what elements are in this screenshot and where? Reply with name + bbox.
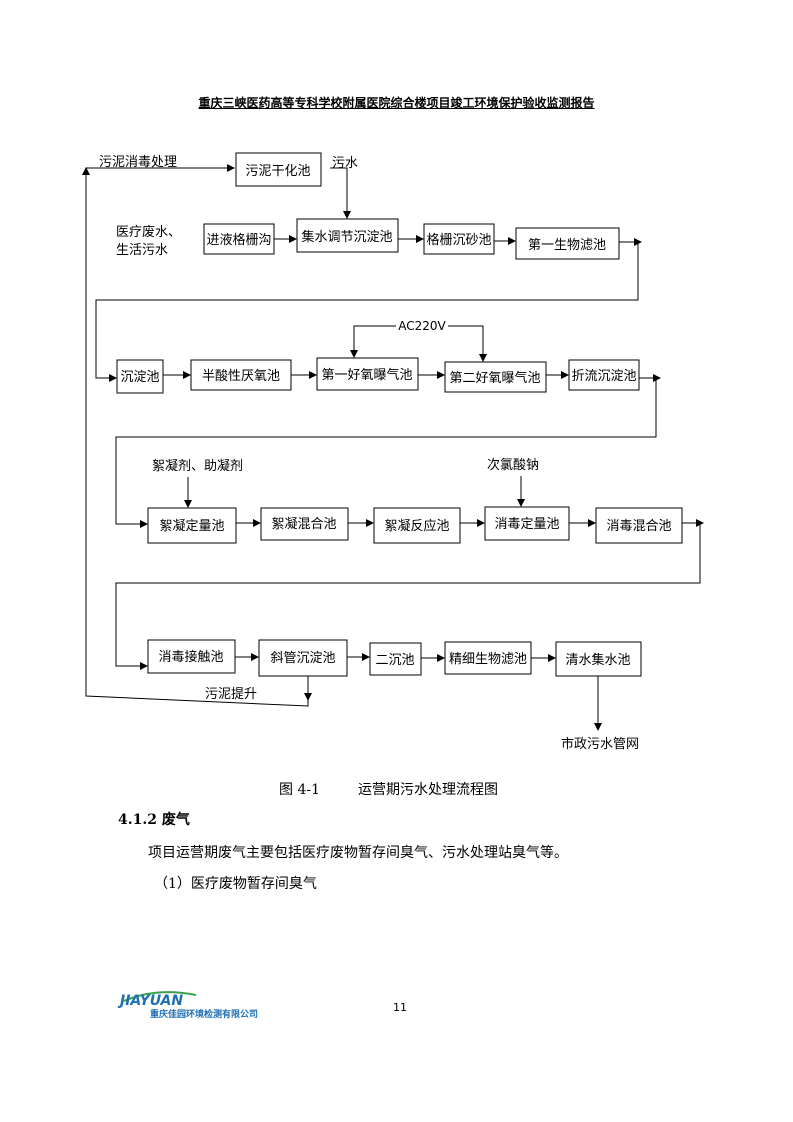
box-bio-filter-1 — [515, 227, 620, 260]
section-paragraph: 项目运营期废气主要包括医疗废物暂存间臭气、污水处理站臭气等。 — [148, 845, 568, 861]
label-bio-filter-1: 第一生物滤池 — [528, 238, 606, 253]
box-clear-water — [555, 641, 642, 677]
logo-swoosh-icon — [123, 991, 197, 1002]
label-disinf-contact: 消毒接触池 — [158, 649, 223, 665]
label-disinf-dosing: 消毒定量池 — [494, 517, 559, 532]
label-fine-bio-filter: 精细生物滤池 — [449, 652, 527, 667]
box-aeration-2 — [444, 361, 547, 393]
label-floc-reaction: 絮凝反应池 — [384, 518, 449, 534]
box-floc-dosing — [147, 507, 237, 544]
label-clear-water: 清水集水池 — [565, 652, 630, 668]
box-collection-tank — [296, 218, 399, 253]
box-disinf-mixing — [595, 507, 683, 544]
label-ac220v: AC220V — [398, 319, 446, 333]
label-grit-chamber: 格栅沉砂池 — [426, 232, 491, 248]
label-grille-ditch: 进液格栅沟 — [206, 232, 271, 248]
box-settling-tank — [116, 359, 164, 394]
box-fine-bio-filter — [444, 641, 532, 675]
label-sewage: 污水 — [332, 156, 358, 171]
figure-number: 图 4-1 — [279, 782, 320, 798]
box-inclined-tube — [258, 639, 348, 677]
page-number: 11 — [393, 1001, 407, 1014]
wastewater-flow-diagram: 污泥干化池 进液格栅沟 集水调节沉淀池 格栅沉砂池 第一生物滤池 沉淀池 半酸性… — [82, 152, 704, 752]
section-heading: 4.1.2 废气 — [118, 812, 190, 828]
label-secondary-settling: 二沉池 — [375, 653, 414, 668]
label-sludge-dry: 污泥干化池 — [245, 164, 310, 179]
label-inclined-tube: 斜管沉淀池 — [270, 651, 335, 666]
box-disinf-dosing — [484, 506, 570, 541]
label-semi-anaerobic: 半酸性厌氧池 — [202, 369, 280, 384]
box-aeration-1 — [316, 357, 419, 391]
report-title: 重庆三峡医药高等专科学校附属医院综合楼项目竣工环境保护验收监测报告 — [198, 96, 595, 110]
box-grit-chamber — [423, 223, 495, 255]
label-settling-tank: 沉淀池 — [120, 370, 159, 385]
label-floc-dosing: 絮凝定量池 — [159, 518, 224, 534]
report-header: 重庆三峡医药高等专科学校附属医院综合楼项目竣工环境保护验收监测报告 — [0, 94, 793, 111]
box-grille-ditch — [203, 223, 275, 255]
box-floc-mixing — [260, 507, 349, 541]
label-municipal-network: 市政污水管网 — [561, 736, 639, 752]
company-logo: JIAYUAN 重庆佳园环境检测有限公司 — [117, 991, 258, 1020]
label-sludge-disinfection: 污泥消毒处理 — [99, 155, 177, 170]
logo-text: JIAYUAN — [117, 993, 183, 1009]
label-input-waste-2: 生活污水 — [116, 243, 168, 258]
label-aeration-2: 第二好氧曝气池 — [449, 370, 540, 386]
box-semi-anaerobic — [190, 359, 292, 391]
box-disinf-contact — [147, 639, 236, 674]
section-item: （1）医疗废物暂存间臭气 — [154, 876, 317, 892]
company-name: 重庆佳园环境检测有限公司 — [150, 1008, 258, 1020]
box-sludge-dry — [235, 152, 322, 187]
figure-title: 运营期污水处理流程图 — [358, 782, 498, 798]
label-aeration-1: 第一好氧曝气池 — [321, 367, 412, 383]
box-floc-reaction — [373, 507, 461, 544]
box-secondary-settling — [369, 642, 422, 676]
box-baffled-settling — [568, 359, 640, 391]
label-sludge-lift: 污泥提升 — [205, 686, 257, 702]
label-disinf-mixing: 消毒混合池 — [606, 519, 671, 534]
label-hypochlorite: 次氯酸钠 — [487, 457, 539, 473]
label-flocculant: 絮凝剂、助凝剂 — [152, 458, 243, 474]
label-baffled-settling: 折流沉淀池 — [571, 369, 636, 384]
label-collection-tank: 集水调节沉淀池 — [301, 229, 392, 245]
label-input-waste-1: 医疗废水、 — [116, 224, 181, 240]
label-floc-mixing: 絮凝混合池 — [271, 516, 336, 532]
